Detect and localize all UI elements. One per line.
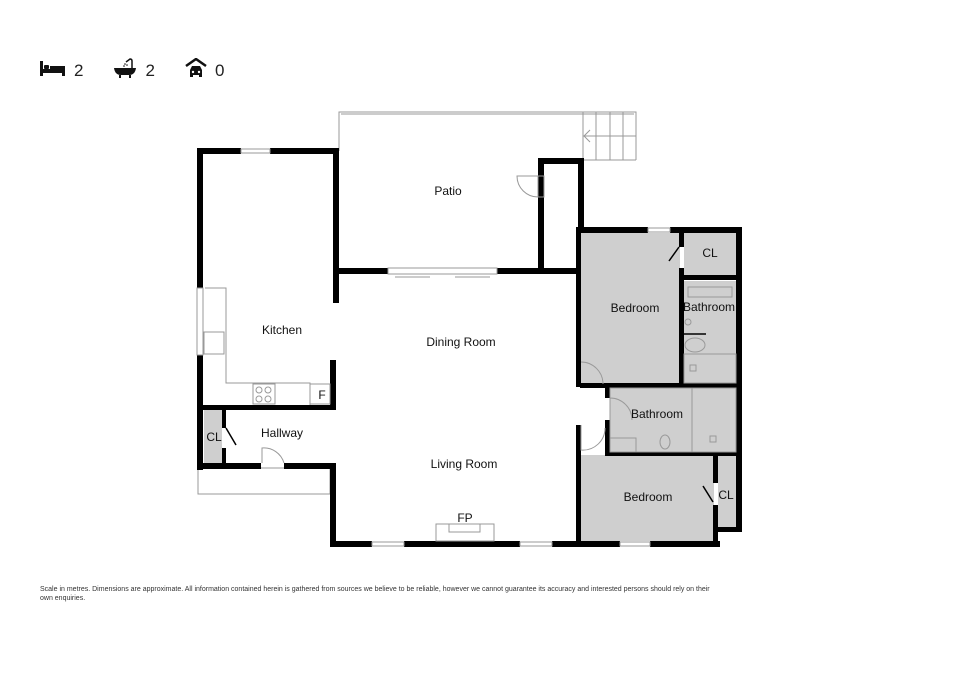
room-label-hallway: Hallway bbox=[261, 426, 303, 440]
bedroom-count: 2 bbox=[40, 60, 83, 81]
room-label-bedroom1-closet: CL bbox=[702, 246, 718, 260]
room-label-fireplace: FP bbox=[457, 511, 472, 525]
room-label-hall-closet: CL bbox=[206, 430, 222, 444]
garage-car-icon bbox=[185, 57, 207, 83]
room-label-bedroom1: Bedroom bbox=[611, 301, 660, 315]
disclaimer: Scale in metres. Dimensions are approxim… bbox=[40, 586, 710, 602]
bathroom-count-value: 2 bbox=[145, 60, 155, 80]
closet-doors bbox=[225, 246, 714, 503]
walls bbox=[197, 148, 742, 547]
garage-count-value: 0 bbox=[214, 60, 225, 80]
property-summary: 2 2 0 bbox=[40, 57, 254, 83]
bathtub-icon bbox=[113, 58, 137, 83]
bedroom-count-value: 2 bbox=[74, 60, 84, 80]
room-label-bedroom2-closet: CL bbox=[718, 488, 734, 502]
room-label-kitchen: Kitchen bbox=[262, 323, 302, 337]
bed-icon bbox=[40, 60, 66, 81]
room-label-patio: Patio bbox=[434, 184, 462, 198]
room-label-bathroom2: Bathroom bbox=[631, 407, 683, 421]
room-label-living: Living Room bbox=[431, 457, 498, 471]
fixtures bbox=[196, 148, 737, 547]
room-label-fridge: F bbox=[318, 388, 325, 402]
shaded-rooms bbox=[204, 233, 736, 541]
bathroom-count: 2 bbox=[113, 58, 155, 83]
room-label-bathroom1: Bathroom bbox=[683, 300, 735, 314]
room-label-bedroom2: Bedroom bbox=[624, 490, 673, 504]
room-label-dining: Dining Room bbox=[426, 335, 495, 349]
garage-count: 0 bbox=[185, 57, 225, 83]
